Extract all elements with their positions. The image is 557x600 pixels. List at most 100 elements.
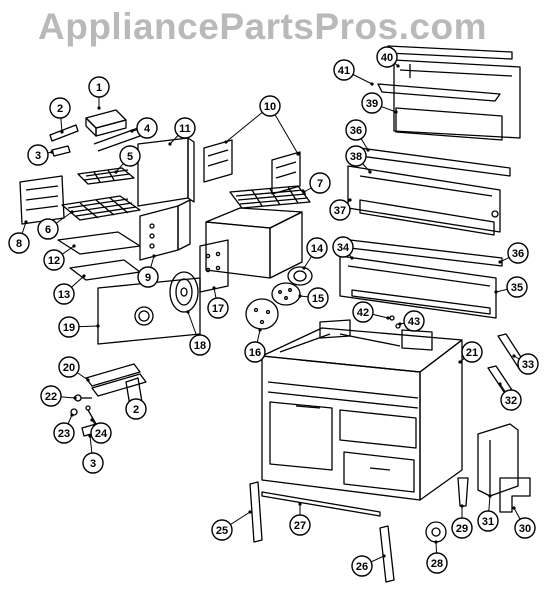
- callout-23: 23: [53, 413, 75, 444]
- part-22-valve: [74, 394, 92, 402]
- part-2-burner-tube: [49, 124, 79, 142]
- callout-number: 10: [264, 101, 276, 113]
- part-5-rack: [77, 167, 135, 185]
- callout-number: 30: [519, 523, 531, 535]
- callout-leader-dot: [498, 260, 502, 264]
- callout-circle: [119, 145, 141, 167]
- callout-number: 31: [482, 516, 494, 528]
- callout-7: 7: [302, 172, 331, 194]
- callout-number: 32: [505, 395, 517, 407]
- callout-number: 37: [334, 205, 346, 217]
- callout-leader-dot: [458, 360, 462, 364]
- callout-number: 2: [133, 404, 139, 416]
- callout-29: 29: [451, 504, 473, 539]
- part-31-bracket: [477, 423, 519, 497]
- callout-circle: [376, 46, 398, 68]
- callout-circle: [207, 297, 229, 319]
- callout-9: 9: [137, 254, 159, 288]
- part-16-baffle: [245, 298, 279, 330]
- callout-circle: [58, 356, 80, 378]
- callout-leader-dot: [73, 396, 77, 400]
- callout-33: 33: [512, 353, 539, 375]
- callout-circle: [426, 552, 448, 574]
- part-30-bracket: [499, 477, 531, 513]
- callout-27: 27: [289, 502, 311, 536]
- callout-circle: [82, 452, 104, 474]
- callout-leader-dot: [382, 554, 386, 558]
- callout-leader-dot: [72, 244, 76, 248]
- callout-leader-dot: [396, 64, 400, 68]
- callout-number: 6: [45, 224, 51, 236]
- callout-leader-dot: [298, 294, 302, 298]
- callout-number: 36: [512, 248, 524, 260]
- callout-6: 6: [37, 210, 74, 240]
- callout-leader-dot: [248, 510, 252, 514]
- callout-circle: [507, 242, 529, 264]
- part-27-trim-strip: [261, 491, 381, 517]
- callout-number: 3: [90, 458, 96, 470]
- part-23-nut: [70, 408, 78, 416]
- callout-circle: [37, 218, 59, 240]
- callout-circle: [53, 283, 75, 305]
- callout-35: 35: [494, 276, 528, 298]
- callout-circle: [90, 422, 112, 444]
- callout-8: 8: [8, 220, 30, 254]
- callout-leader-dot: [96, 324, 100, 328]
- callout-leader-dot: [50, 150, 54, 154]
- callout-14: 14: [302, 237, 328, 270]
- callout-leader-dot: [186, 310, 190, 314]
- callout-circle: [345, 119, 367, 141]
- callout-circle: [309, 172, 331, 194]
- callout-leader-dot: [88, 434, 92, 438]
- callout-17: 17: [207, 286, 229, 319]
- callout-number: 5: [127, 151, 133, 163]
- callout-number: 1: [96, 82, 102, 94]
- callout-number: 35: [511, 282, 523, 294]
- callout-circle: [352, 301, 374, 323]
- callout-11: 11: [168, 117, 196, 146]
- callout-circle: [259, 95, 281, 117]
- part-32-rail: [487, 365, 513, 393]
- callout-circle: [332, 236, 354, 258]
- callout-number: 28: [431, 558, 443, 570]
- callout-number: 16: [249, 347, 261, 359]
- callout-31: 31: [477, 494, 499, 532]
- part-21-cabinet: [261, 319, 463, 501]
- callout-leader-dot: [494, 290, 498, 294]
- part-13-drip-pan: [69, 259, 141, 281]
- part-oven-box: [205, 207, 303, 279]
- callout-number: 4: [144, 123, 151, 135]
- callout-leader-dot: [168, 142, 172, 146]
- callout-circle: [351, 555, 373, 577]
- callout-leader-dot: [398, 322, 402, 326]
- callout-leader-dot: [97, 106, 101, 110]
- part-6-oven-rack: [61, 195, 141, 221]
- callout-leader-dot: [298, 502, 302, 506]
- callout-40: 40: [376, 46, 400, 68]
- callout-circle: [517, 353, 539, 375]
- callout-circle: [333, 59, 355, 81]
- callout-42: 42: [352, 301, 390, 323]
- callout-21: 21: [458, 341, 483, 364]
- callout-leader-dot: [366, 148, 370, 152]
- callout-number: 24: [95, 428, 108, 440]
- callout-number: 27: [294, 520, 306, 532]
- part-8-oven-door-liner: [19, 175, 65, 225]
- callout-number: 42: [357, 307, 369, 319]
- callout-leader-dot: [370, 82, 374, 86]
- callout-leader-dot: [350, 256, 354, 260]
- callout-2: 2: [125, 398, 147, 420]
- callout-36: 36: [498, 242, 529, 264]
- part-trim-middle: [347, 147, 511, 236]
- callout-circle: [49, 97, 71, 119]
- callout-28: 28: [426, 540, 448, 574]
- callout-3: 3: [27, 144, 54, 166]
- callout-34: 34: [332, 236, 354, 260]
- callout-circle: [53, 422, 75, 444]
- callout-leader-dot: [70, 413, 74, 417]
- part-42-43-screws: [389, 315, 401, 329]
- callout-2: 2: [49, 97, 71, 134]
- callout-circle: [307, 287, 329, 309]
